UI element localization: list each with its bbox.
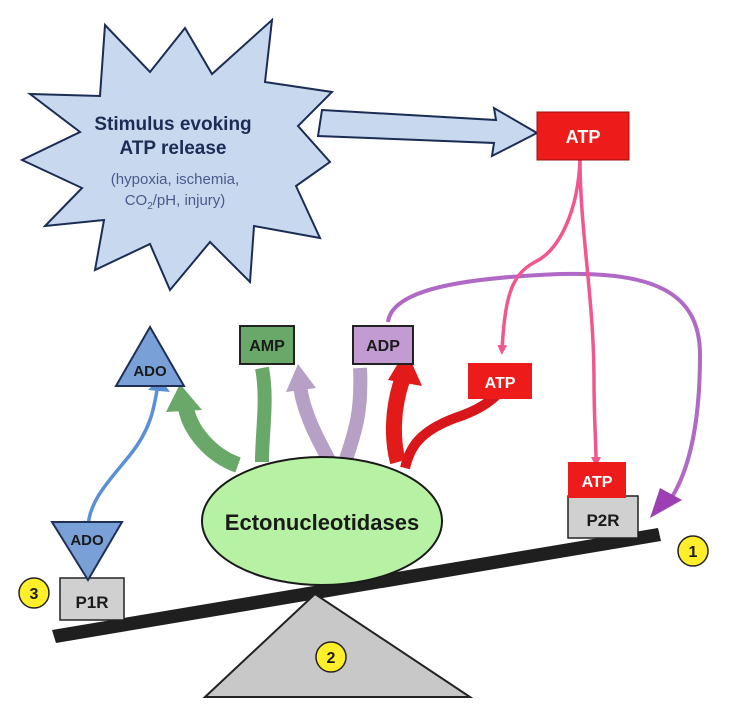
co-subscript: 2 (147, 201, 153, 212)
p2r-purple-arrowhead (650, 488, 682, 518)
amp-to-ado-arrow-body (178, 406, 242, 473)
atp-p2r-box (568, 462, 626, 498)
ado-top-triangle (114, 324, 186, 387)
adp-label: ADP (366, 338, 400, 355)
scale-beam (52, 528, 661, 643)
p2r-label: P2R (586, 511, 619, 530)
marker-2-circle (315, 641, 347, 673)
red-upward-body (385, 377, 410, 465)
co-rest-text: /pH, injury) (153, 192, 226, 209)
release-arrow (316, 106, 540, 158)
adp-to-amp-arrow-body (338, 367, 368, 465)
ado-to-ado-line (83, 383, 160, 531)
atp-top-label: ATP (566, 127, 601, 147)
atp-p2r-label: ATP (582, 474, 613, 491)
marker-3-label: 3 (30, 586, 39, 603)
stimulus-detail-line2: CO2/pH, injury) (125, 192, 226, 212)
p1r-label: P1R (75, 593, 108, 612)
stimulus-title-line1: Stimulus evoking (94, 114, 251, 135)
atp-to-adp-arrow-body (400, 388, 504, 470)
p1r-receptor-box (59, 577, 125, 621)
marker-3-circle (18, 577, 50, 609)
co-text: CO (125, 192, 148, 209)
ado-top-label: ADO (133, 363, 167, 380)
purple-back-curve (293, 383, 337, 466)
adp-to-p2r-arc (386, 271, 703, 502)
ectonucleotidases-label: Ectonucleotidases (225, 510, 419, 535)
atp-to-p2r-line (578, 159, 601, 467)
atp-mid-label: ATP (485, 375, 516, 392)
purple-arrowhead (286, 364, 316, 392)
stimulus-title-line2: ATP release (119, 138, 226, 159)
stimulus-starburst (19, 17, 335, 292)
ado-bottom-label: ADO (70, 532, 104, 549)
marker-1-circle (677, 535, 709, 567)
red-arrowhead (388, 350, 422, 386)
amp-label: AMP (249, 338, 285, 355)
amp-green-up-body (255, 366, 272, 463)
atp-to-atp-line (497, 159, 582, 355)
atp-mid-box (468, 363, 532, 399)
marker-1-label: 1 (689, 544, 698, 561)
green-arrowhead (166, 384, 202, 412)
atp-top-box (536, 111, 630, 161)
amp-box (239, 325, 295, 365)
stimulus-detail-line1: (hypoxia, ischemia, (111, 171, 239, 188)
ado-bottom-triangle (50, 521, 124, 582)
ectonucleotidases-ellipse (201, 456, 443, 586)
marker-2-label: 2 (327, 650, 336, 667)
adp-box (352, 325, 414, 365)
